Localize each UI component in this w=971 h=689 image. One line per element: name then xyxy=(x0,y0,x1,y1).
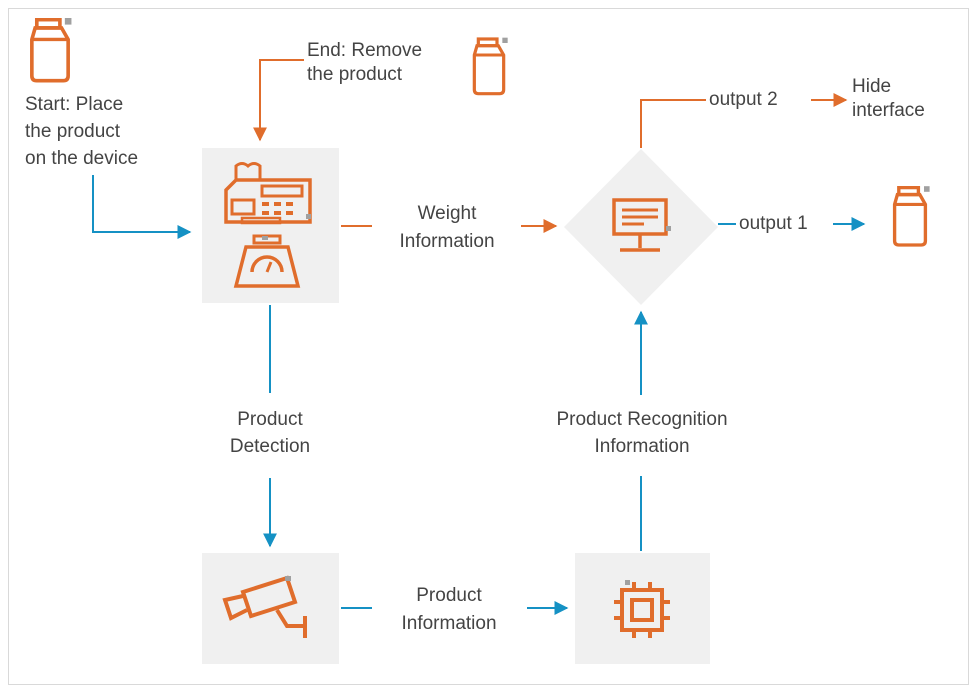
start-arrow xyxy=(92,175,192,239)
diagram-frame xyxy=(8,8,969,685)
pos-scale-node xyxy=(202,148,339,303)
decision-diamond xyxy=(564,149,718,305)
hide-interface-label: Hide interface xyxy=(852,76,925,121)
end-label: End: Remove the product xyxy=(307,40,423,85)
start-product-jar-icon xyxy=(30,18,72,83)
product-recognition-label: Product Recognition Information xyxy=(556,409,728,457)
start-label: Start: Place the product on the device xyxy=(25,94,139,169)
product-information-label: Product Information xyxy=(401,585,497,634)
monitor-icon xyxy=(612,198,671,252)
weight-information-label: Weight Information xyxy=(399,203,495,252)
output-product-jar-icon xyxy=(892,186,930,247)
output2-line xyxy=(640,99,706,148)
security-camera-icon xyxy=(222,575,307,638)
output1-label: output 1 xyxy=(739,213,808,234)
product-detection-label: Product Detection xyxy=(229,409,311,457)
processor-chip-icon xyxy=(614,580,670,638)
end-arrow xyxy=(253,59,304,142)
cash-register-icon xyxy=(224,162,312,225)
weighing-scale-icon xyxy=(233,234,301,288)
processor-node xyxy=(575,553,710,664)
end-product-jar-icon xyxy=(472,37,508,96)
output2-label: output 2 xyxy=(709,89,778,110)
